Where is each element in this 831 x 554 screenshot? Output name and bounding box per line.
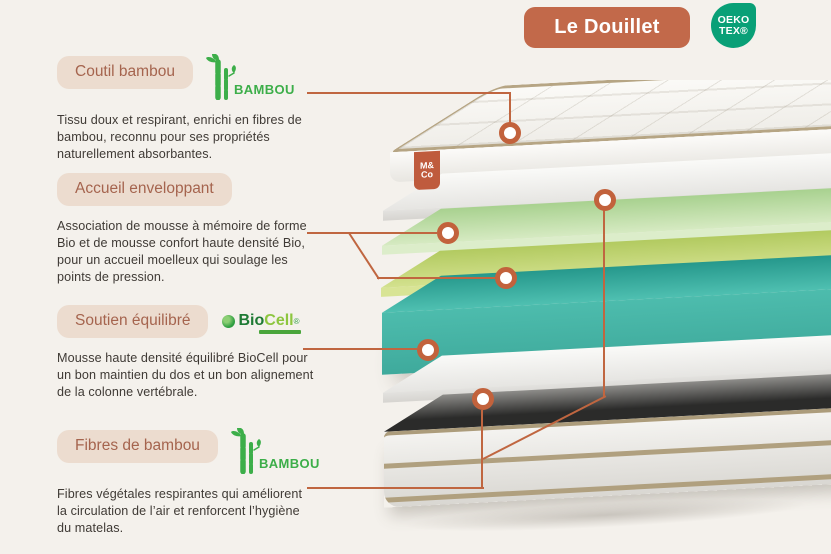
biocell-tagline-bar (259, 330, 302, 334)
oeko-tex-badge: OEKO TEX® (711, 3, 756, 48)
callout-line-coutil-v (509, 92, 511, 123)
callout-marker-comfort-foam (495, 267, 517, 289)
biocell-text-bio: Bio (238, 312, 265, 329)
bamboo-icon (230, 428, 261, 474)
oeko-badge-line2: TEX® (719, 24, 748, 37)
section-description: Mousse haute densité équilibré BioCell p… (57, 351, 314, 399)
callout-line-fibres-h (307, 487, 484, 489)
brand-tag: M& Co (414, 150, 440, 191)
callout-marker-memory-foam (437, 222, 459, 244)
section-description: Association de mousse à mémoire de forme… (57, 219, 307, 284)
section-accueil-enveloppant: Accueil enveloppant Association de mouss… (57, 173, 317, 286)
brand-tag-line2: Co (421, 169, 433, 180)
callout-line-accueil-h2 (377, 277, 495, 279)
section-label: Soutien équilibré (57, 305, 209, 338)
callout-line-fibres-v2 (603, 210, 605, 397)
section-description: Tissu doux et respirant, enrichi en fibr… (57, 113, 302, 161)
biocell-text-cell: Cell (264, 312, 294, 329)
mattress-diagram: M& Co (340, 80, 831, 554)
section-coutil-bambou: Coutil bambou BAMBOU Tissu do (57, 54, 317, 163)
bambou-logo-text: BAMBOU (233, 82, 295, 97)
callout-line-fibres-v1 (481, 410, 483, 489)
callout-line-coutil-h (307, 92, 511, 94)
bamboo-icon (205, 54, 236, 100)
oeko-badge-line1: OEKO (717, 13, 750, 26)
section-label: Accueil enveloppant (57, 173, 232, 206)
callout-marker-quilted-cover (499, 122, 521, 144)
bambou-logo: BAMBOU (230, 428, 320, 474)
section-label: Coutil bambou (57, 56, 193, 89)
globe-icon (222, 314, 236, 328)
callout-line-soutien-h (303, 348, 417, 350)
callout-marker-fibre-top (594, 189, 616, 211)
bambou-logo: BAMBOU (205, 54, 295, 100)
product-title: Le Douillet (524, 7, 690, 48)
section-fibres-de-bambou: Fibres de bambou BAMBOU Fibre (57, 428, 320, 537)
callout-line-accueil-h1 (307, 232, 437, 234)
registered-mark: ® (293, 316, 300, 326)
bambou-logo-text: BAMBOU (258, 456, 320, 471)
section-description: Fibres végétales respirantes qui amélior… (57, 487, 303, 535)
section-label: Fibres de bambou (57, 430, 218, 463)
callout-marker-fibre-bottom (472, 388, 494, 410)
callout-marker-biocell-core (417, 339, 439, 361)
